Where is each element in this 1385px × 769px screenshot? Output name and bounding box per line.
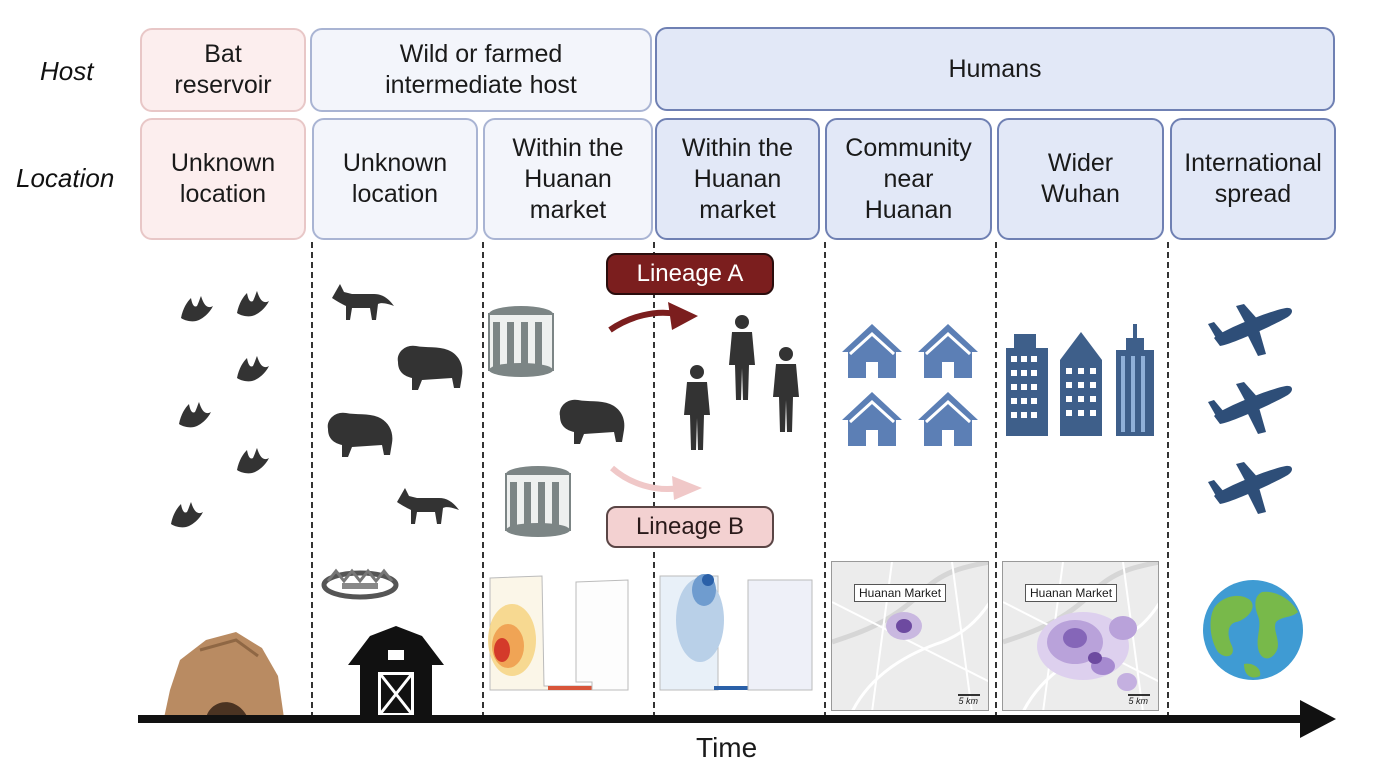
raccoon-dog-icon bbox=[559, 399, 625, 444]
column-divider bbox=[653, 242, 655, 718]
column-divider bbox=[311, 242, 313, 718]
lineage-a-arrow bbox=[608, 309, 677, 333]
house-icon bbox=[916, 390, 980, 448]
bat-icon bbox=[181, 296, 213, 322]
map-market-label: Huanan Market bbox=[1025, 584, 1118, 602]
host-intermediate: Wild or farmed intermediate host bbox=[310, 28, 652, 112]
location-bat-unknown: Unknown location bbox=[140, 118, 306, 240]
location-community: Community near Huanan bbox=[825, 118, 992, 240]
house-icon bbox=[840, 322, 904, 380]
location-intermediate-market: Within the Huanan market bbox=[483, 118, 653, 240]
bat-icon bbox=[179, 402, 211, 428]
map-scale-label: 5 km bbox=[958, 696, 978, 706]
cave-icon bbox=[164, 632, 284, 718]
column-divider bbox=[482, 242, 484, 718]
wuhan-map: Huanan Market 5 km bbox=[1002, 561, 1159, 711]
house-icon bbox=[840, 390, 904, 448]
skyscraper-icon bbox=[1116, 324, 1154, 436]
barn-icon bbox=[348, 626, 444, 718]
person-icon bbox=[729, 315, 755, 400]
location-wider-wuhan: Wider Wuhan bbox=[997, 118, 1164, 240]
leg-trap-icon bbox=[321, 568, 399, 600]
lineage-a-arrowhead bbox=[668, 302, 698, 330]
host-humans: Humans bbox=[655, 27, 1335, 111]
building-icon bbox=[1006, 334, 1048, 436]
airplane-icon bbox=[1208, 382, 1292, 434]
fox-icon bbox=[397, 488, 459, 524]
lineage-b-arrow bbox=[610, 465, 681, 492]
globe-icon bbox=[1203, 580, 1303, 680]
building-icon bbox=[1060, 332, 1102, 436]
house-icon bbox=[916, 322, 980, 380]
bat-icon bbox=[237, 448, 269, 474]
community-map: Huanan Market 5 km bbox=[831, 561, 989, 711]
market-heatmap-humans bbox=[659, 574, 813, 691]
location-human-market: Within the Huanan market bbox=[655, 118, 820, 240]
raccoon-dog-icon bbox=[397, 345, 463, 390]
column-divider bbox=[995, 242, 997, 718]
airplane-icon bbox=[1208, 304, 1292, 356]
location-intermediate-unknown: Unknown location bbox=[312, 118, 478, 240]
bat-icon bbox=[171, 502, 203, 528]
map-scale-label: 5 km bbox=[1128, 696, 1148, 706]
host-row-label: Host bbox=[40, 56, 94, 86]
wuhan-kde bbox=[1037, 612, 1137, 691]
lineage-b-label: Lineage B bbox=[606, 506, 774, 548]
location-international: International spread bbox=[1170, 118, 1336, 240]
market-heatmap-intermediate bbox=[488, 575, 629, 691]
column-divider bbox=[824, 242, 826, 718]
bat-icon bbox=[237, 291, 269, 317]
fox-icon bbox=[332, 284, 394, 320]
animal-cage-icon bbox=[505, 465, 571, 538]
time-axis-label: Time bbox=[696, 732, 758, 763]
lineage-b-arrowhead bbox=[672, 476, 702, 500]
bat-icon bbox=[237, 356, 269, 382]
raccoon-dog-icon bbox=[327, 412, 393, 457]
map-market-label: Huanan Market bbox=[854, 584, 947, 602]
host-bat-reservoir: Bat reservoir bbox=[140, 28, 306, 112]
lineage-a-label: Lineage A bbox=[606, 253, 774, 295]
community-kde-peak bbox=[896, 619, 912, 633]
location-row-label: Location bbox=[16, 163, 115, 193]
airplane-icon bbox=[1208, 462, 1292, 514]
person-icon bbox=[684, 365, 710, 450]
column-divider bbox=[1167, 242, 1169, 718]
person-icon bbox=[773, 347, 799, 432]
animal-cage-icon bbox=[488, 305, 554, 378]
